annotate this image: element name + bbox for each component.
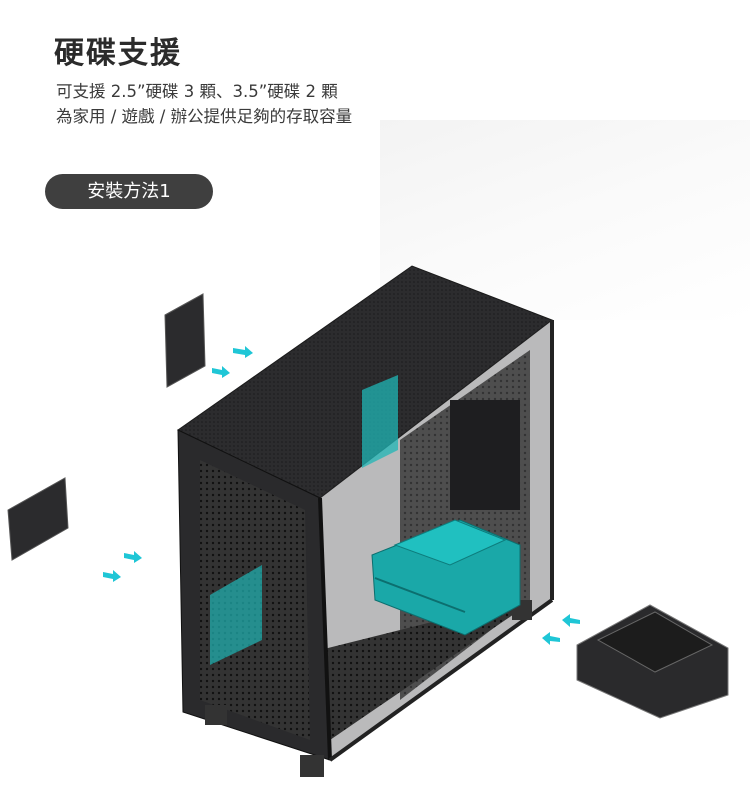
description-line-1: 可支援 2.5”硬碟 3 顆、3.5”硬碟 2 顆	[56, 82, 338, 101]
ssd-drive-loose	[164, 293, 206, 388]
page-title: 硬碟支援	[54, 36, 182, 71]
case-foot	[205, 705, 227, 725]
arrow-icon	[103, 346, 580, 645]
hdd-drive-external	[596, 611, 714, 673]
hdd-drive-top	[393, 519, 507, 566]
ssd-slot-highlight	[210, 565, 262, 665]
psu-block	[450, 400, 520, 510]
ssd-drive-loose	[7, 477, 69, 561]
install-method-badge: 安裝方法1	[45, 174, 213, 209]
case-foot	[300, 755, 324, 777]
description-line-2: 為家用 / 遊戲 / 辦公提供足夠的存取容量	[56, 107, 353, 126]
case-floor	[320, 600, 520, 740]
ssd-slot-highlight	[362, 375, 398, 468]
